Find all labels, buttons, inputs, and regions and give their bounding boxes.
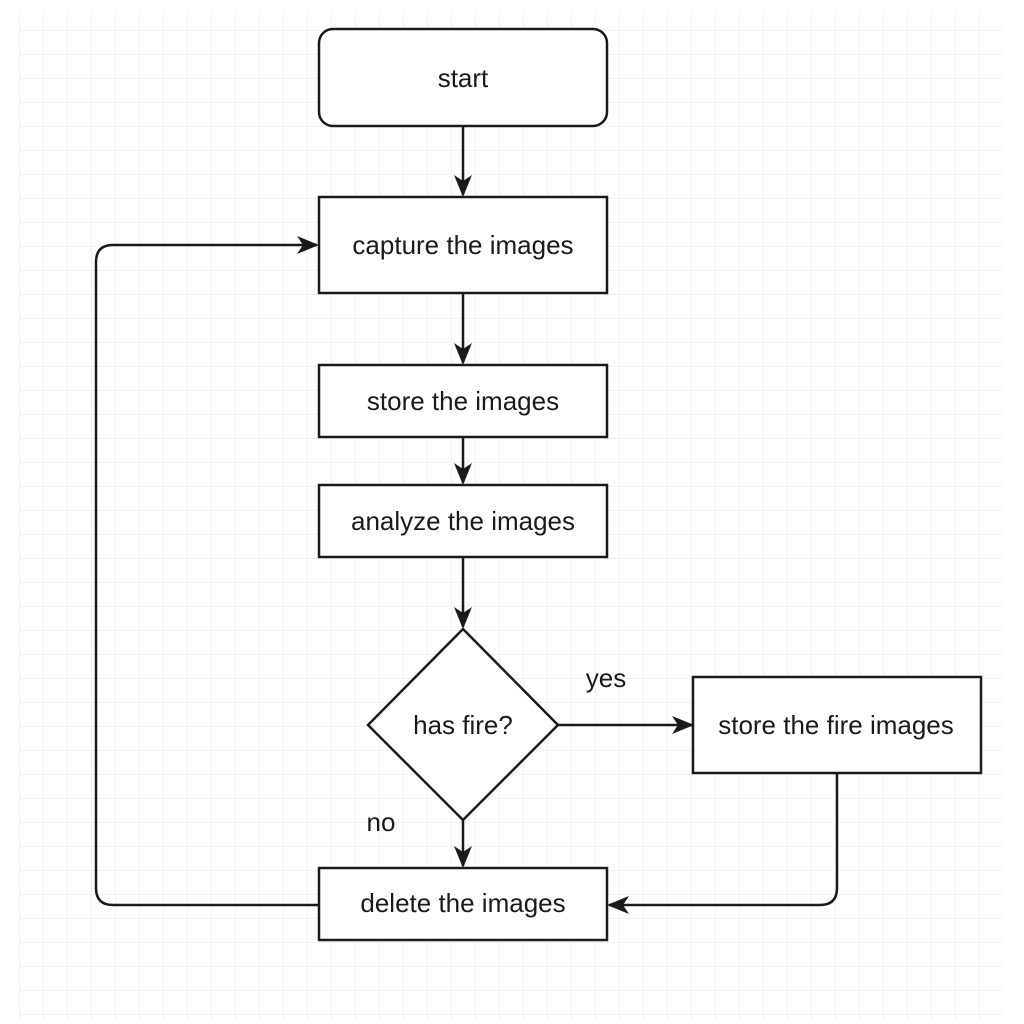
start-label: start — [438, 63, 489, 93]
analyze-node[interactable] — [317, 483, 609, 559]
delete-node[interactable] — [317, 866, 609, 942]
no-label: no — [367, 807, 396, 837]
store-node[interactable] — [317, 363, 609, 439]
nodes — [317, 27, 983, 942]
node-labels: start capture the images store the image… — [351, 63, 954, 918]
edge-fire-to-delete — [607, 773, 839, 914]
store-fire-node[interactable] — [691, 675, 983, 775]
store-label: store the images — [367, 386, 559, 416]
decision-label: has fire? — [413, 710, 513, 740]
store-fire-label: store the fire images — [718, 710, 954, 740]
edge-labels: yes no — [367, 663, 627, 837]
yes-label: yes — [586, 663, 626, 693]
decision-node[interactable] — [366, 627, 560, 822]
start-node[interactable] — [317, 27, 609, 128]
edges — [94, 126, 839, 914]
capture-label: capture the images — [352, 230, 573, 260]
analyze-label: analyze the images — [351, 506, 575, 536]
edge-delete-loop-to-capture — [94, 236, 319, 907]
capture-node[interactable] — [317, 195, 609, 295]
delete-label: delete the images — [360, 888, 565, 918]
